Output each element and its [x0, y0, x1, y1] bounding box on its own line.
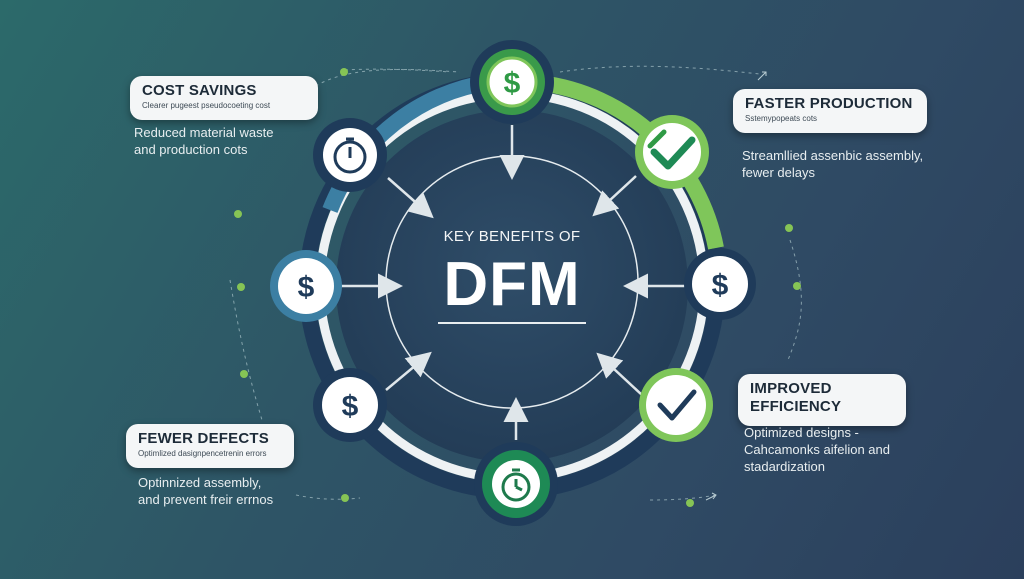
faster-production-subtitle: Sstemypopeats cots [745, 114, 818, 123]
node-right-bottom[interactable] [639, 368, 713, 442]
improved-efficiency-title: IMPROVED EFFICIENCY [750, 380, 842, 415]
node-bottom[interactable] [474, 442, 558, 526]
improved-efficiency-description: Optimized designs - Cahcamonks aifelion … [744, 425, 890, 474]
node-left-bottom[interactable]: $ [313, 368, 387, 442]
faster-production-description: Streamllied assenbic assembly, fewer del… [742, 148, 924, 180]
improved-efficiency-label[interactable]: IMPROVED EFFICIENCY [738, 374, 906, 426]
center-kicker: KEY BENEFITS OF [443, 228, 581, 245]
fewer-defects-subtitle: Optimlized dasignpencetrenin errors [138, 449, 267, 458]
fewer-defects-title: FEWER DEFECTS [138, 430, 269, 447]
pointer-arrows [705, 71, 767, 501]
node-right-mid[interactable]: $ [684, 248, 756, 320]
fewer-defects-description: Optinnized assembly, and prevent freir e… [138, 475, 274, 507]
stopwatch-icon [501, 468, 531, 502]
node-left-top[interactable] [313, 118, 387, 192]
timer-icon [333, 137, 367, 174]
fewer-defects-label[interactable]: FEWER DEFECTS Optimlized dasignpencetren… [126, 424, 294, 468]
cost-savings-description: Reduced material waste and production co… [134, 125, 274, 157]
decorative-dots [234, 68, 801, 507]
node-top[interactable]: $ [470, 40, 554, 124]
dollar-icon: $ [504, 67, 521, 100]
node-right-top[interactable] [635, 115, 709, 189]
cost-savings-title: COST SAVINGS [142, 82, 257, 99]
node-left-mid[interactable]: $ [270, 250, 342, 322]
center-divider [438, 322, 586, 324]
checkmark-icon [647, 129, 696, 170]
decorative-dashes [229, 65, 802, 501]
arrows [320, 125, 690, 440]
faster-production-title: FASTER PRODUCTION [745, 95, 913, 112]
cost-savings-subtitle: Clearer pugeest pseudocoeting cost [142, 101, 271, 110]
dollar-icon: $ [712, 269, 729, 302]
dollar-icon: $ [298, 271, 315, 304]
center-title: DFM [443, 250, 581, 319]
checkmark-icon [657, 389, 697, 421]
dollar-icon: $ [342, 390, 359, 423]
cost-savings-label[interactable]: COST SAVINGS Clearer pugeest pseudocoeti… [130, 76, 318, 120]
faster-production-label[interactable]: FASTER PRODUCTION Sstemypopeats cots [733, 89, 927, 133]
